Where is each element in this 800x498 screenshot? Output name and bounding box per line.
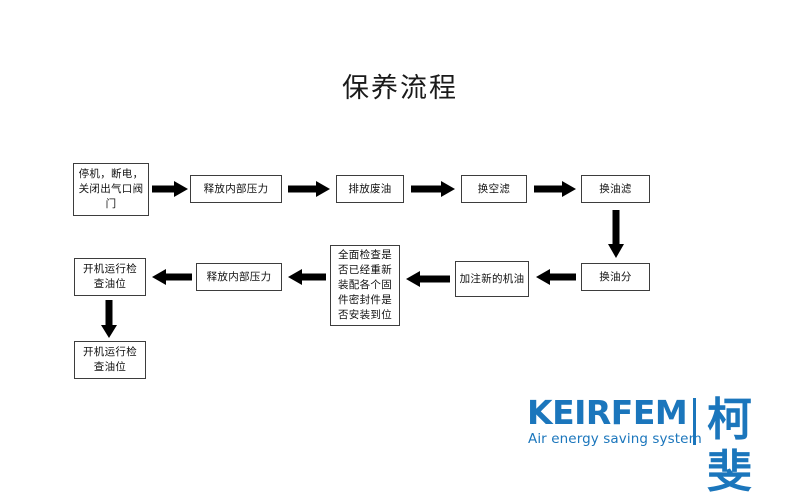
arrow-left-icon (152, 269, 192, 285)
flow-box-stop-power-valve[interactable]: 停机，断电，关闭出气口阀门 (73, 163, 149, 216)
flow-box-full-inspection[interactable]: 全面检查是否已经重新装配各个固件密封件是否安装到位 (330, 245, 400, 326)
arrow-right-icon (288, 181, 330, 197)
flow-box-label: 释放内部压力 (203, 182, 269, 195)
flow-box-drain-waste-oil[interactable]: 排放废油 (336, 175, 404, 203)
arrow-down-icon (608, 210, 624, 258)
arrow-right-icon (152, 181, 188, 197)
flow-box-label: 换油分 (599, 270, 632, 283)
arrow-down-icon (101, 300, 117, 338)
flow-box-replace-air-filter[interactable]: 换空滤 (461, 175, 527, 203)
flow-box-label: 排放废油 (348, 182, 392, 195)
logo-wordmark: KEIRFEM (527, 393, 688, 432)
flow-box-replace-oil-filter[interactable]: 换油滤 (581, 175, 650, 203)
arrow-left-icon (536, 269, 576, 285)
brand-logo: KEIRFEM Air energy saving system 柯斐 (527, 393, 787, 498)
arrow-left-icon (406, 271, 450, 287)
arrow-right-icon (411, 181, 455, 197)
arrow-left-icon (288, 269, 326, 285)
flow-box-release-pressure-1[interactable]: 释放内部压力 (190, 175, 282, 203)
flow-box-label: 加注新的机油 (459, 272, 525, 285)
logo-chinese-name: 柯斐 (707, 393, 754, 498)
logo-divider (693, 398, 696, 445)
flow-box-release-pressure-2[interactable]: 释放内部压力 (196, 263, 282, 291)
logo-tagline: Air energy saving system (528, 431, 702, 447)
flow-box-start-check-oil-level-1[interactable]: 开机运行检查油位 (74, 258, 146, 296)
flow-box-label: 开机运行检查油位 (83, 346, 137, 373)
flow-box-label: 换油滤 (599, 182, 632, 195)
arrow-right-icon (534, 181, 576, 197)
flow-box-label: 全面检查是否已经重新装配各个固件密封件是否安装到位 (338, 249, 392, 321)
flow-box-label: 开机运行检查油位 (83, 263, 137, 290)
flow-box-label: 停机，断电，关闭出气口阀门 (78, 168, 144, 210)
flow-box-start-check-oil-level-2[interactable]: 开机运行检查油位 (74, 341, 146, 379)
flow-box-add-new-oil[interactable]: 加注新的机油 (455, 261, 529, 297)
page-title: 保养流程 (342, 73, 458, 104)
slide-canvas: 保养流程 停机，断电，关闭出气口阀门 释放内部压力 排放废油 换空滤 换油滤 换… (73, 73, 787, 498)
flow-box-label: 换空滤 (477, 182, 511, 195)
flow-box-label: 释放内部压力 (206, 270, 272, 283)
flow-box-replace-oil-separator[interactable]: 换油分 (581, 263, 650, 291)
